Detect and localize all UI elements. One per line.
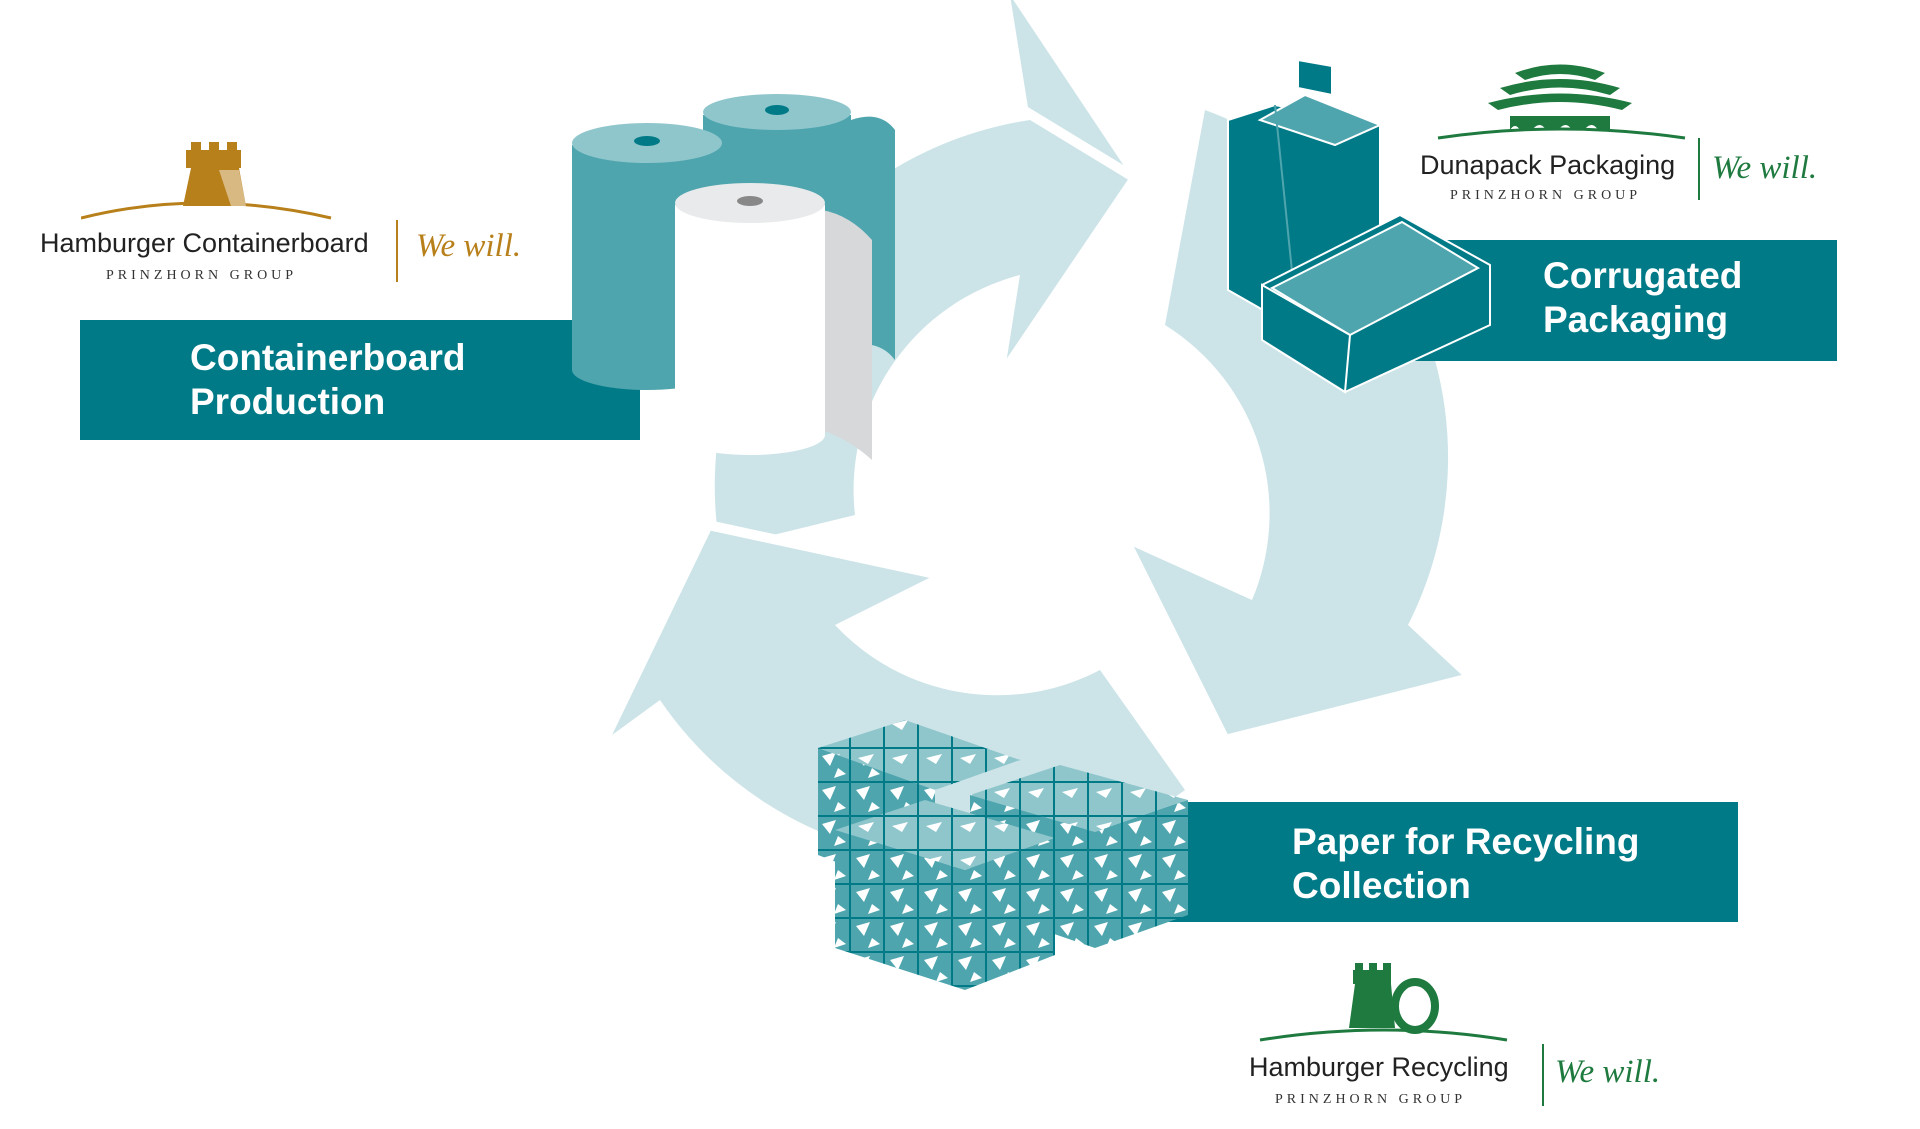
hamburger-recycling-logo: Hamburger Recycling PRINZHORN GROUP We w… xyxy=(1245,960,1685,1120)
hamburger-recycling-name: Hamburger Recycling xyxy=(1249,1052,1509,1082)
corrugated-line1: Corrugated xyxy=(1543,255,1743,296)
paper-roll-white xyxy=(675,183,872,460)
dunapack-slogan: We will. xyxy=(1712,150,1818,186)
recycling-line2: Collection xyxy=(1292,865,1471,906)
containerboard-line1: Containerboard xyxy=(190,337,466,378)
dunapack-name: Dunapack Packaging xyxy=(1420,150,1676,180)
logo-divider xyxy=(396,220,398,282)
paper-recycling-banner: Paper for Recycling Collection xyxy=(1100,802,1738,922)
hamburger-containerboard-group: PRINZHORN GROUP xyxy=(106,268,298,283)
bridge-arches-icon xyxy=(1437,64,1686,140)
corrugated-line2: Packaging xyxy=(1543,299,1729,340)
recycling-line1: Paper for Recycling xyxy=(1292,821,1640,862)
hamburger-containerboard-name: Hamburger Containerboard xyxy=(40,228,369,258)
hamburger-recycling-group: PRINZHORN GROUP xyxy=(1275,1092,1467,1107)
tower-recycling-icon xyxy=(1259,963,1508,1042)
containerboard-line2: Production xyxy=(190,381,386,422)
hamburger-containerboard-slogan: We will. xyxy=(416,228,522,264)
logo-divider xyxy=(1698,138,1700,200)
dunapack-group: PRINZHORN GROUP xyxy=(1450,188,1642,203)
logo-divider xyxy=(1542,1044,1544,1106)
hamburger-containerboard-logo: Hamburger Containerboard PRINZHORN GROUP… xyxy=(36,140,556,290)
dunapack-packaging-logo: Dunapack Packaging PRINZHORN GROUP We wi… xyxy=(1420,58,1840,208)
containerboard-production-banner: Containerboard Production xyxy=(80,320,640,440)
bale-front xyxy=(835,800,1055,990)
hamburger-recycling-slogan: We will. xyxy=(1555,1054,1661,1090)
tray-box xyxy=(1261,213,1491,394)
castle-tower-icon xyxy=(81,142,332,220)
